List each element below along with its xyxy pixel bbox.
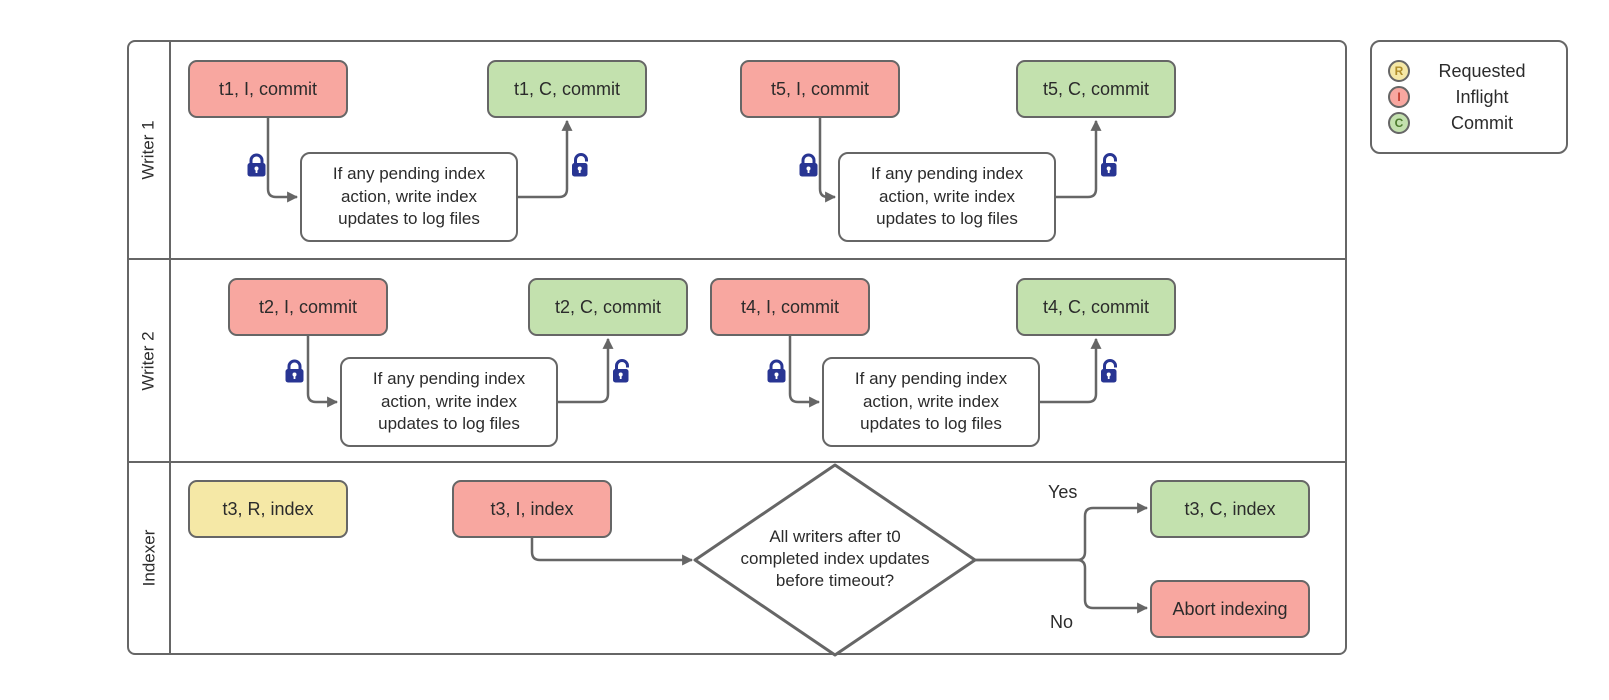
node-t1-inflight: t1, I, commit [188,60,348,118]
lane-label: Writer 1 [139,120,159,180]
lane-label: Writer 2 [139,330,159,391]
process-note-writer2-a: If any pending index action, write index… [340,357,558,447]
requested-state-icon: R [1388,60,1410,82]
inflight-state-icon: I [1388,86,1410,108]
lane-label: Indexer [139,529,159,587]
lock-closed-icon [799,153,818,177]
legend-label: Commit [1451,112,1513,133]
lane-header-indexer: Indexer [129,463,171,653]
lane-header-writer-1: Writer 1 [129,42,171,258]
process-note-writer1-b: If any pending index action, write index… [838,152,1056,242]
lock-open-icon [572,153,588,177]
lock-open-icon [1101,359,1117,383]
legend-label: Inflight [1455,86,1509,107]
branch-label-yes: Yes [1048,482,1078,502]
commit-state-icon: C [1388,112,1410,134]
node-t4-inflight: t4, I, commit [710,278,870,336]
lock-closed-icon [247,153,266,177]
lock-open-icon [613,359,629,383]
node-t5-inflight: t5, I, commit [740,60,900,118]
node-t2-inflight: t2, I, commit [228,278,388,336]
node-t5-commit: t5, C, commit [1016,60,1176,118]
branch-label-no: No [1050,612,1074,632]
decision-label: All writers after t0 completed index upd… [740,527,930,590]
node-t4-commit: t4, C, commit [1016,278,1176,336]
node-t1-commit: t1, C, commit [487,60,647,118]
node-t3-requested: t3, R, index [188,480,348,538]
process-note-writer2-b: If any pending index action, write index… [822,357,1040,447]
lane-writer-2: Writer 2 [129,258,1345,461]
legend-item-inflight: I Inflight [1388,86,1554,108]
legend-item-commit: C Commit [1388,112,1554,134]
legend-label: Requested [1438,60,1526,81]
process-note-writer1-a: If any pending index action, write index… [300,152,518,242]
lane-indexer: Indexer [129,461,1345,653]
lock-closed-icon [767,359,786,383]
lane-writer-1: Writer 1 [129,42,1345,258]
legend: R Requested I Inflight C Commit [1370,40,1568,154]
lane-header-writer-2: Writer 2 [129,260,171,461]
node-t3-commit: t3, C, index [1150,480,1310,538]
node-t3-inflight: t3, I, index [452,480,612,538]
node-t2-commit: t2, C, commit [528,278,688,336]
lock-open-icon [1101,153,1117,177]
lock-closed-icon [285,359,304,383]
legend-item-requested: R Requested [1388,60,1554,82]
node-abort-indexing: Abort indexing [1150,580,1310,638]
